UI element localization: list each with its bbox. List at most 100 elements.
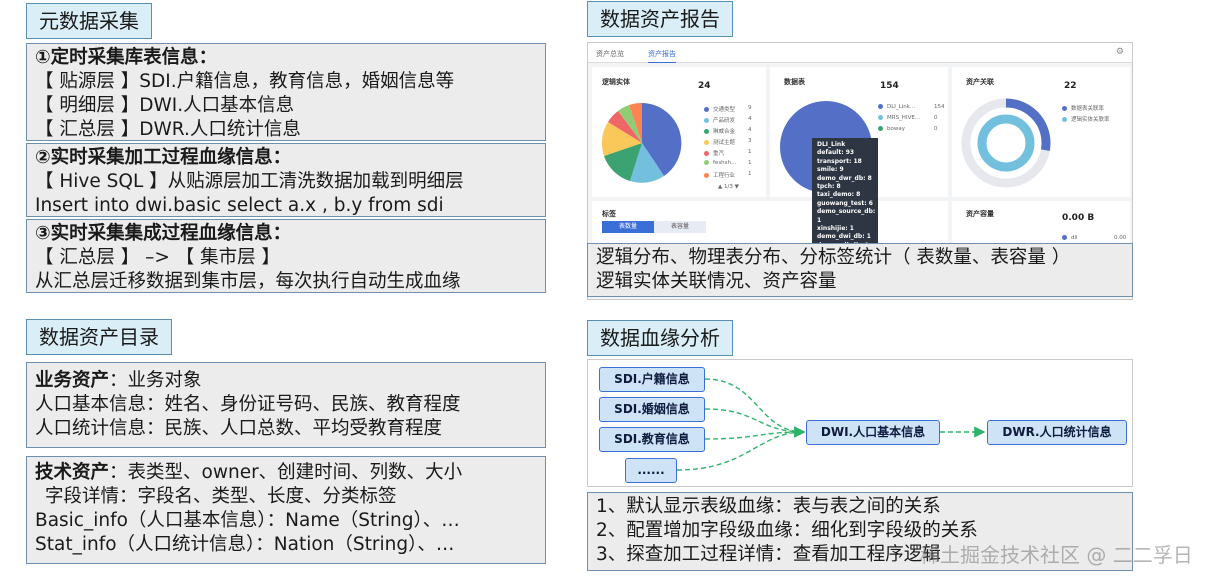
note-line: 1、默认显示表级血缘：表与表之间的关系 <box>596 496 941 517</box>
logic-pie-chart <box>601 102 682 183</box>
tooltip-line: default: 93 <box>817 149 855 157</box>
watermark: 稀土掘金技术社区 @ 二二孚日 <box>920 543 1193 567</box>
lineage-node-dwr[interactable]: DWR.人口统计信息 <box>987 420 1127 445</box>
lineage-node-sdi-marriage[interactable]: SDI.婚姻信息 <box>599 397 705 422</box>
table-count-button[interactable]: 表数量 <box>602 221 654 233</box>
technical-asset-value: ：表类型、owner、创建时间、列数、大小 <box>109 462 463 483</box>
section-line: 【 贴源层 】SDI.户籍信息，教育信息，婚姻信息等 <box>35 71 455 92</box>
section-heading: ③实时采集集成过程血缘信息： <box>35 223 292 244</box>
card-title: 资产容量 <box>966 210 994 218</box>
card-title: 资产关联 <box>966 78 994 86</box>
tab-asset-overview[interactable]: 资产总览 <box>596 50 624 58</box>
card-count: 0.00 B <box>1062 213 1095 223</box>
section-line: 【 汇总层 】 –> 【 集市层 】 <box>35 247 281 268</box>
tooltip-line: demo_dwr_db: 8 <box>817 174 872 182</box>
business-line: 人口统计信息：民族、人口总数、平均受教育程度 <box>35 418 443 439</box>
section-line: 【 Hive SQL 】从贴源层加工清洗数据加载到明细层 <box>35 171 464 192</box>
legend-pager[interactable]: ▲ 1/3 ▼ <box>718 184 739 190</box>
card-count: 24 <box>698 81 711 91</box>
caption-line: 逻辑分布、物理表分布、分标签统计（ 表数量、表容量 ） <box>596 247 1071 268</box>
pie-slice <box>642 103 682 176</box>
lineage-node-more[interactable]: ...... <box>625 458 677 483</box>
lineage-node-sdi-education[interactable]: SDI.教育信息 <box>599 427 705 452</box>
legend-item: 逻辑实体关联率 <box>1062 115 1110 123</box>
lineage-edge <box>704 426 806 440</box>
legend-item: MRS_HIVE...0 <box>878 115 938 121</box>
card-count: 22 <box>1064 81 1077 91</box>
tooltip-line: demo_dwi_db: 1 <box>817 233 871 241</box>
business-asset-value: ：业务对象 <box>109 370 202 391</box>
settings-icon[interactable]: ⚙ <box>1115 47 1124 57</box>
report-caption: 逻辑分布、物理表分布、分标签统计（ 表数量、表容量 ） 逻辑实体关联情况、资产容… <box>587 243 1133 297</box>
collection-panel-2: ②实时采集加工过程血缘信息： 【 Hive SQL 】从贴源层加工清洗数据加载到… <box>26 143 546 217</box>
lineage-diagram: SDI.户籍信息 SDI.婚姻信息 SDI.教育信息 ...... DWI.人口… <box>587 359 1133 487</box>
asset-report-title: 数据资产报告 <box>587 1 733 37</box>
section-line: 【 明细层 】DWI.人口基本信息 <box>35 95 295 116</box>
asset-relation-card: 资产关联 22 数据表关联率 逻辑实体关联率 <box>952 67 1130 197</box>
business-asset-panel: 业务资产：业务对象 人口基本信息：姓名、身份证号码、民族、教育程度 人口统计信息… <box>26 362 546 448</box>
technical-line: Basic_info（人口基本信息）：Name（String）、… <box>35 510 460 531</box>
pie-slice <box>629 102 642 143</box>
lineage-node-dwi[interactable]: DWI.人口基本信息 <box>806 420 940 445</box>
dashboard-tabbar: 资产总览 资产报告 ⚙ <box>588 43 1132 63</box>
tooltip-line: taxi_demo: 8 <box>817 191 861 199</box>
lineage-edge <box>704 408 806 438</box>
pie-slice <box>601 122 642 156</box>
ring-arc <box>961 98 1051 188</box>
tooltip-line: guowang_test: 6 <box>817 199 873 207</box>
section-line: 从汇总层迁移数据到集市层，每次执行自动生成血缘 <box>35 271 461 292</box>
business-asset-label: 业务资产 <box>35 370 110 391</box>
tooltip-line: xinshijie: 1 <box>817 225 854 233</box>
lineage-edge <box>704 378 806 438</box>
note-line: 3、探查加工过程详情：查看加工程序逻辑 <box>596 544 941 565</box>
tooltip-line: smile: 9 <box>817 166 844 174</box>
section-line: Insert into dwi.basic select a.x , b.y f… <box>35 195 444 216</box>
legend-item: DLI_Link...154 <box>878 104 945 110</box>
technical-line: 字段详情：字段名、类型、长度、分类标签 <box>45 486 397 507</box>
section-heading: ②实时采集加工过程血缘信息： <box>35 147 292 168</box>
tooltip-line: transport: 18 <box>817 157 862 165</box>
collection-panel-3: ③实时采集集成过程血缘信息： 【 汇总层 】 –> 【 集市层 】 从汇总层迁移… <box>26 219 546 293</box>
ring-arc <box>977 114 1035 172</box>
technical-asset-label: 技术资产 <box>35 462 110 483</box>
tooltip-line: tpch: 8 <box>817 183 841 191</box>
pie-slice <box>608 111 642 143</box>
section-line: 【 汇总层 】DWR.人口统计信息 <box>35 119 301 140</box>
lineage-edge <box>676 426 806 471</box>
section-heading: ①定时采集库表信息： <box>35 47 218 68</box>
lineage-analysis-title: 数据血缘分析 <box>587 320 733 356</box>
card-title: 标签 <box>602 210 616 218</box>
note-line: 2、配置增加字段级血缘：细化到字段级的关系 <box>596 520 978 541</box>
legend-item: feshsh...1 <box>704 160 752 166</box>
lineage-node-sdi-household[interactable]: SDI.户籍信息 <box>599 367 705 392</box>
metadata-collection-title: 元数据采集 <box>26 3 152 39</box>
caption-line: 逻辑实体关联情况、资产容量 <box>596 271 837 292</box>
card-title: 数据表 <box>784 78 805 86</box>
tooltip-line: demo_source_db: 1 <box>817 208 876 224</box>
technical-asset-panel: 技术资产：表类型、owner、创建时间、列数、大小 字段详情：字段名、类型、长度… <box>26 456 546 564</box>
lineage-edges <box>676 378 986 471</box>
tooltip-line: DLI_Link <box>817 141 846 148</box>
card-count: 154 <box>880 81 899 91</box>
asset-catalog-title: 数据资产目录 <box>26 319 172 355</box>
technical-line: Stat_info（人口统计信息）：Nation（String）、… <box>35 534 455 555</box>
pie-slice <box>630 143 664 183</box>
legend-item: 数据表关联率 <box>1062 104 1104 112</box>
lineage-notes: 1、默认显示表级血缘：表与表之间的关系 2、配置增加字段级血缘：细化到字段级的关… <box>587 492 1133 571</box>
table-capacity-button[interactable]: 表容量 <box>654 221 706 233</box>
card-title: 逻辑实体 <box>602 78 630 86</box>
collection-panel-1: ①定时采集库表信息： 【 贴源层 】SDI.户籍信息，教育信息，婚姻信息等 【 … <box>26 43 546 141</box>
business-line: 人口基本信息：姓名、身份证号码、民族、教育程度 <box>35 394 461 415</box>
tab-asset-report[interactable]: 资产报告 <box>648 49 676 63</box>
pie-slice <box>618 105 642 143</box>
